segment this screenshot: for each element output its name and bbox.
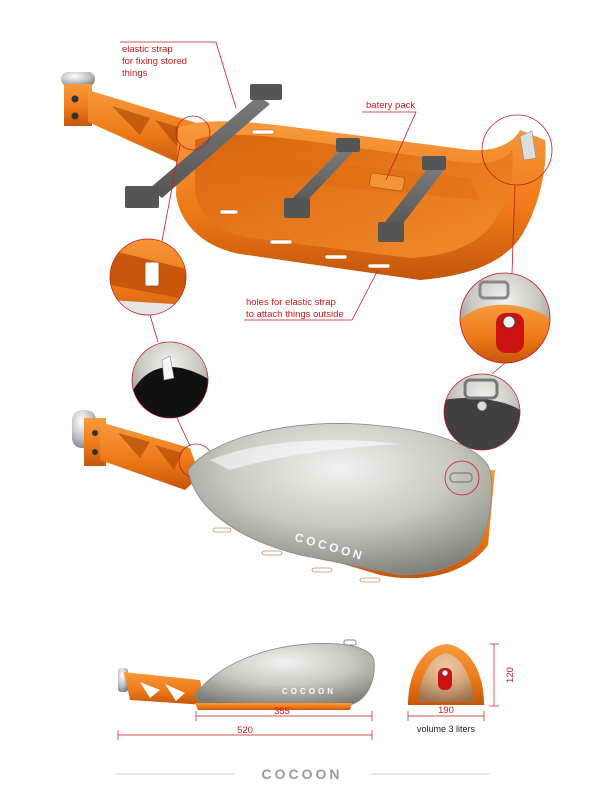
volume-caption: volume 3 liters: [417, 724, 476, 734]
footer-logo: COCOON: [115, 766, 490, 782]
dim-width: 190: [438, 705, 454, 716]
label-elastic-strap-2: for fixing stored: [122, 56, 187, 67]
annotation-elastic-strap: elastic strap for fixing stored things: [120, 41, 237, 109]
strap-holes: [219, 129, 391, 269]
mount-arm-mid: [100, 422, 200, 490]
detail-strap-slot: [109, 144, 187, 316]
footer-logo-text: COCOON: [262, 766, 343, 782]
elastic-straps: [125, 84, 446, 242]
closed-case-assembly: COCOON: [72, 410, 495, 583]
case-shell: [187, 423, 493, 576]
annotation-holes: holes for elastic strap to attach things…: [244, 269, 379, 321]
label-elastic-strap-3: things: [122, 68, 148, 79]
dim-height: 120: [505, 667, 516, 683]
detail-handle-ring: [443, 362, 521, 467]
callout-ring-latch: [444, 460, 480, 496]
dimension-lines: [117, 643, 499, 740]
callout-ring-handle: [481, 114, 553, 186]
dim-length-total: 520: [237, 725, 253, 736]
dim-length-inner: 355: [274, 706, 290, 717]
annotation-battery-pack: batery pack: [362, 100, 417, 181]
open-tray-assembly: [61, 72, 553, 280]
front-elevation: [408, 644, 484, 705]
seat-clamp-top: [61, 72, 95, 126]
label-elastic-strap-1: elastic strap: [122, 44, 173, 55]
label-holes-1: holes for elastic strap: [246, 297, 336, 308]
callout-ring-arm-joint: [175, 115, 211, 151]
label-holes-2: to attach things outside: [246, 309, 344, 320]
detail-red-latch: [459, 185, 551, 364]
detail-shell-interior: [131, 314, 209, 447]
side-elevation: COCOON: [118, 639, 375, 710]
side-brand-text: COCOON: [282, 687, 336, 696]
label-battery-pack: batery pack: [366, 100, 415, 111]
